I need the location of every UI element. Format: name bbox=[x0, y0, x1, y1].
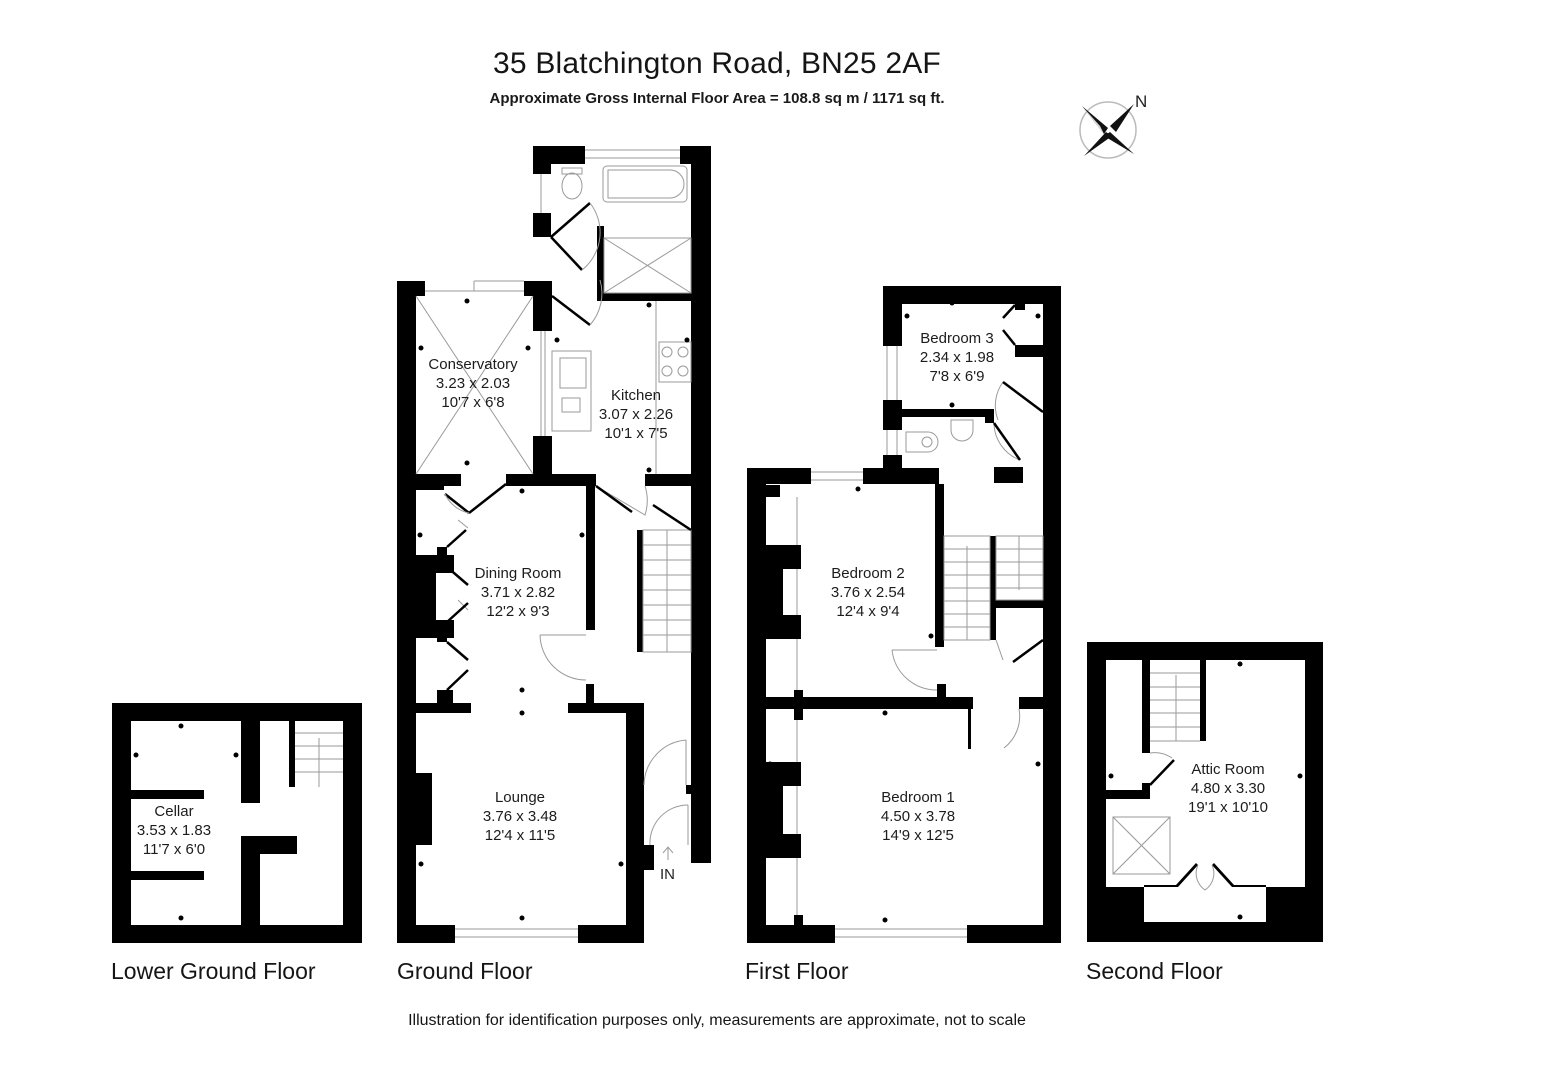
second-floor-plan bbox=[1087, 642, 1323, 942]
room-kitchen: Kitchen 3.07 x 2.26 10'1 x 7'5 bbox=[599, 386, 673, 443]
room-name: Bedroom 2 bbox=[831, 565, 905, 582]
room-metric: 3.76 x 3.48 bbox=[482, 808, 558, 825]
room-imperial: 12'4 x 11'5 bbox=[484, 827, 556, 844]
compass-north-label: N bbox=[1135, 92, 1148, 111]
room-bedroom-2: Bedroom 2 3.76 x 2.54 12'4 x 9'4 bbox=[831, 564, 905, 621]
room-metric: 3.23 x 2.03 bbox=[435, 375, 511, 392]
attic-door bbox=[1149, 759, 1175, 786]
room-imperial: 7'8 x 6'9 bbox=[929, 368, 985, 385]
page-title: 35 Blatchington Road, BN25 2AF bbox=[493, 47, 941, 80]
measurement-markers bbox=[133, 298, 1303, 923]
entrance-label: IN bbox=[660, 866, 675, 883]
room-lounge: Lounge 3.76 x 3.48 12'4 x 11'5 bbox=[483, 788, 557, 845]
first-floor-doors bbox=[992, 304, 1044, 664]
first-floor-plan bbox=[747, 286, 1061, 943]
room-name: Bedroom 3 bbox=[920, 330, 994, 347]
ground-floor-fixtures bbox=[415, 149, 692, 938]
room-imperial: 11'7 x 6'0 bbox=[142, 841, 206, 858]
room-name: Bedroom 1 bbox=[881, 789, 955, 806]
ground-floor-plan bbox=[397, 146, 711, 943]
room-attic: Attic Room 4.80 x 3.30 19'1 x 10'10 bbox=[1188, 760, 1268, 817]
room-cellar: Cellar 3.53 x 1.83 11'7 x 6'0 bbox=[137, 802, 211, 859]
room-dining-room: Dining Room 3.71 x 2.82 12'2 x 9'3 bbox=[475, 564, 562, 621]
room-imperial: 12'2 x 9'3 bbox=[486, 603, 550, 620]
second-floor-fixtures bbox=[1112, 672, 1215, 891]
compass-north-icon bbox=[1079, 101, 1137, 159]
room-name: Attic Room bbox=[1191, 761, 1265, 778]
room-imperial: 12'4 x 9'4 bbox=[836, 603, 900, 620]
room-imperial: 10'1 x 7'5 bbox=[604, 425, 668, 442]
room-imperial: 19'1 x 10'10 bbox=[1188, 799, 1268, 816]
disclaimer: Illustration for identification purposes… bbox=[408, 1012, 1026, 1029]
room-name: Kitchen bbox=[610, 387, 662, 404]
room-imperial: 14'9 x 12'5 bbox=[882, 827, 954, 844]
room-bedroom-3: Bedroom 3 2.34 x 1.98 7'8 x 6'9 bbox=[920, 329, 994, 386]
floor-area-subtitle: Approximate Gross Internal Floor Area = … bbox=[489, 90, 945, 107]
room-metric: 3.76 x 2.54 bbox=[830, 584, 906, 601]
floor-label-ground: Ground Floor bbox=[397, 958, 533, 984]
room-conservatory: Conservatory 3.23 x 2.03 10'7 x 6'8 bbox=[428, 355, 517, 412]
room-imperial: 10'7 x 6'8 bbox=[441, 394, 505, 411]
room-metric: 2.34 x 1.98 bbox=[919, 349, 995, 366]
room-name: Dining Room bbox=[474, 565, 562, 582]
lower-ground-floor-plan bbox=[112, 703, 362, 943]
room-metric: 4.80 x 3.30 bbox=[1190, 780, 1266, 797]
room-bedroom-1: Bedroom 1 4.50 x 3.78 14'9 x 12'5 bbox=[881, 788, 955, 845]
floor-label-lower-ground: Lower Ground Floor bbox=[111, 958, 316, 984]
floor-label-second: Second Floor bbox=[1086, 958, 1223, 984]
ground-floor-doors bbox=[444, 202, 692, 691]
room-name: Cellar bbox=[154, 803, 194, 820]
room-metric: 3.53 x 1.83 bbox=[136, 822, 212, 839]
room-metric: 4.50 x 3.78 bbox=[880, 808, 956, 825]
cellar-stairs bbox=[295, 732, 343, 787]
room-metric: 3.71 x 2.82 bbox=[480, 584, 556, 601]
room-name: Conservatory bbox=[428, 356, 518, 373]
room-metric: 3.07 x 2.26 bbox=[598, 406, 674, 423]
first-floor-fixtures bbox=[796, 346, 1044, 938]
floor-label-first: First Floor bbox=[745, 958, 849, 984]
ground-floor-door-arcs bbox=[444, 202, 603, 514]
room-name: Lounge bbox=[494, 789, 546, 806]
